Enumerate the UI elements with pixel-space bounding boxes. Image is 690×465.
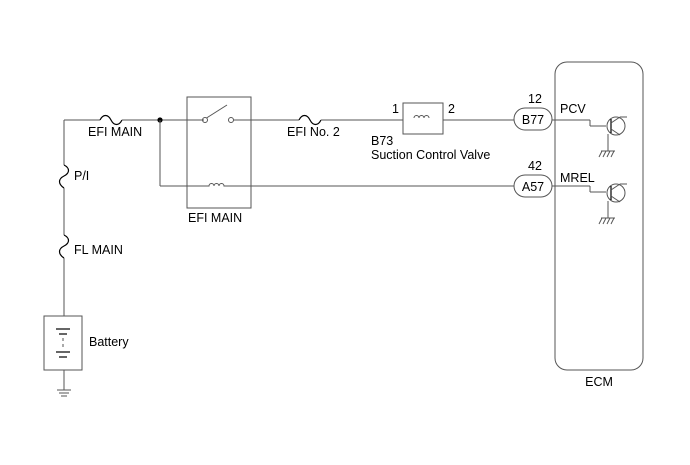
- relay-switch-icon: [202, 104, 234, 123]
- fl-main-fuse-icon: [58, 234, 70, 259]
- valve-name: Suction Control Valve: [371, 148, 490, 162]
- valve-code: B73: [371, 134, 393, 148]
- battery: [43, 315, 83, 397]
- valve-pin-2: 2: [448, 102, 455, 116]
- signal-pcv: PCV: [560, 102, 586, 116]
- relay-coil-icon: [205, 183, 232, 187]
- signal-mrel: MREL: [560, 171, 595, 185]
- valve-pin-1: 1: [392, 102, 399, 116]
- efi-main-fuse-label: EFI MAIN: [88, 125, 142, 139]
- efi-main-relay: [186, 96, 252, 209]
- fl-main-fuse-label: FL MAIN: [74, 243, 123, 257]
- connector-b77: [513, 107, 553, 131]
- connector-b77-code: B77: [522, 113, 544, 127]
- ground-icon: [598, 150, 615, 158]
- suction-control-valve: [402, 102, 444, 135]
- battery-icon: [56, 328, 70, 358]
- ground-icon: [598, 217, 615, 225]
- transistor-icon: [606, 116, 626, 136]
- efi-no2-fuse-label: EFI No. 2: [287, 125, 340, 139]
- valve-coil-icon: [413, 115, 430, 119]
- relay-label: EFI MAIN: [188, 211, 242, 225]
- connector-b77-pin: 12: [528, 92, 542, 106]
- efi-main-fuse-icon: [99, 114, 123, 126]
- efi-no2-fuse-icon: [298, 114, 322, 126]
- pi-fuse-label: P/I: [74, 169, 89, 183]
- ground-icon: [57, 389, 71, 397]
- connector-a57-code: A57: [522, 180, 544, 194]
- ecm: [554, 61, 644, 371]
- ecm-label: ECM: [585, 375, 613, 389]
- transistor-icon: [606, 183, 626, 203]
- battery-label: Battery: [89, 335, 129, 349]
- pi-fuse-icon: [58, 164, 70, 189]
- connector-a57-pin: 42: [528, 159, 542, 173]
